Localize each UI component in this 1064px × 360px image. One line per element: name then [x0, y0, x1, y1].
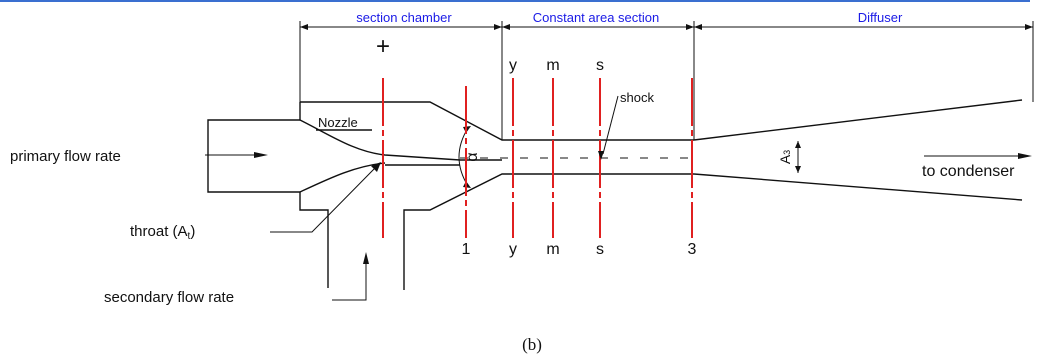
shock-pointer [602, 95, 619, 155]
caption: (b) [522, 335, 542, 354]
area3-label: A3 [777, 150, 793, 164]
primary-flow-label: primary flow rate [10, 148, 121, 165]
section-lines [382, 78, 693, 238]
marker-bottom-s: s [596, 241, 604, 258]
section-labels-top: y m s [509, 57, 604, 74]
condenser-arrowhead [1018, 153, 1032, 159]
shock-arrowhead [598, 151, 604, 160]
secondary-flow-arrowhead [363, 252, 369, 264]
plus-marker: + [376, 33, 390, 60]
header-constant-area: Constant area section [533, 10, 659, 25]
condenser-label: to condenser [922, 163, 1015, 180]
area3-arrow-top [795, 141, 801, 148]
marker-top-y: y [509, 57, 517, 74]
marker-bottom-1: 1 [462, 241, 471, 258]
marker-bottom-y: y [509, 241, 517, 258]
header-diffuser: Diffuser [858, 10, 903, 25]
throat-arrowhead [371, 162, 381, 172]
marker-top-s: s [596, 57, 604, 74]
throat-leader [270, 166, 377, 233]
shock-label: shock [620, 90, 654, 105]
marker-bottom-3: 3 [688, 241, 697, 258]
section-labels-bottom: 1 y m s 3 [462, 241, 697, 258]
area3-subscript: 3 [782, 150, 792, 155]
alpha-label: α [464, 152, 481, 161]
marker-bottom-m: m [546, 241, 559, 258]
header-dimension-lines [299, 21, 1034, 140]
nozzle-label: Nozzle [318, 115, 358, 130]
area3-arrow-bottom [795, 166, 801, 173]
primary-flow-arrowhead [254, 152, 268, 158]
secondary-flow-leader [332, 262, 367, 301]
throat-label: throat (At) [130, 223, 195, 242]
secondary-flow-label: secondary flow rate [104, 289, 234, 306]
marker-top-m: m [546, 57, 559, 74]
header-section-chamber: section chamber [356, 10, 452, 25]
throat-subscript: t [188, 231, 191, 242]
